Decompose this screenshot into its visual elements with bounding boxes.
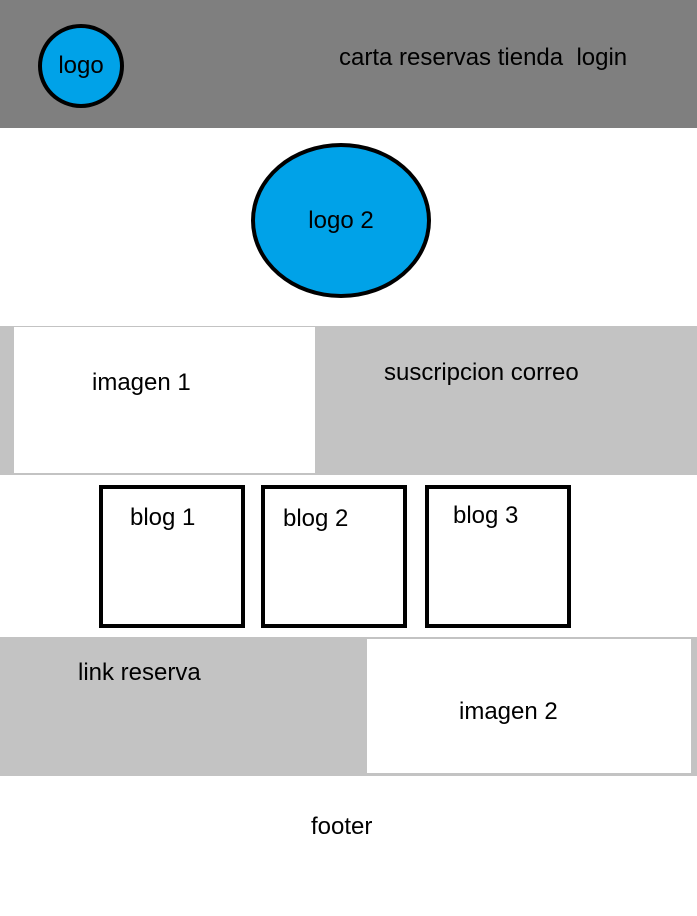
image-2-placeholder <box>367 639 691 773</box>
image-1-label: imagen 1 <box>92 369 191 396</box>
blog-1-label: blog 1 <box>130 504 196 531</box>
blog-3-label: blog 3 <box>453 502 519 529</box>
logo-2-label: logo 2 <box>308 206 374 234</box>
blog-2-label: blog 2 <box>283 505 349 532</box>
logo[interactable]: logo <box>38 24 124 108</box>
image-1-placeholder <box>14 327 315 473</box>
subscription-label[interactable]: suscripcion correo <box>384 359 579 386</box>
logo-label: logo <box>58 52 104 79</box>
image-2-label: imagen 2 <box>459 698 558 725</box>
blog-card-1[interactable] <box>99 485 245 628</box>
footer-label: footer <box>311 813 373 840</box>
logo-2: logo 2 <box>251 143 431 298</box>
blog-card-2[interactable] <box>261 485 407 628</box>
nav-menu[interactable]: carta reservas tienda login <box>339 44 628 71</box>
blog-card-3[interactable] <box>425 485 571 628</box>
reservation-link[interactable]: link reserva <box>78 659 201 686</box>
